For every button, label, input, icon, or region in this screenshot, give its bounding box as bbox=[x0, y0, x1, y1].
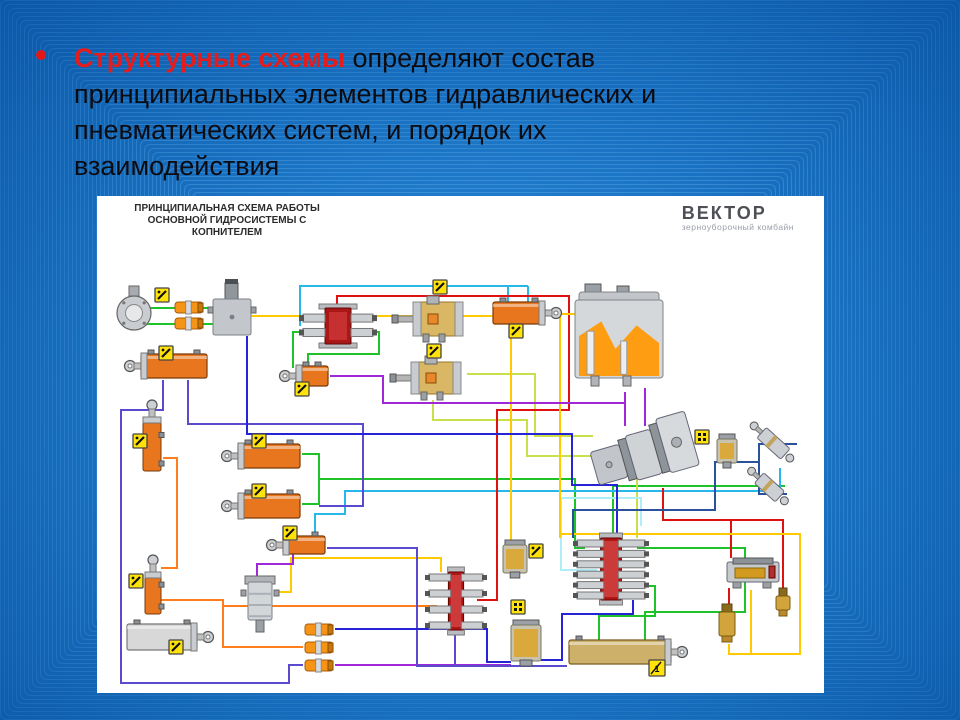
cylinder-top-right bbox=[492, 297, 563, 326]
bullet-marker bbox=[36, 50, 46, 60]
pipe-line-orange bbox=[153, 599, 303, 648]
pipe-line-green bbox=[319, 478, 585, 549]
gear-pump-triple bbox=[590, 411, 700, 485]
bullet-body-text: определяют состав принципиальных элемент… bbox=[74, 43, 657, 181]
warn-tag-vcyl2 bbox=[128, 573, 144, 589]
warn-tag-cyl-bottom-left bbox=[168, 639, 184, 655]
electro-valve-1 bbox=[391, 295, 464, 343]
hydro-motor-vertical bbox=[240, 575, 280, 633]
cylinder-small-mid bbox=[278, 361, 329, 388]
pipe-line-yellow bbox=[559, 313, 575, 538]
diagram-title-line1: ПРИНЦИПИАЛЬНАЯ СХЕМА РАБОТЫ bbox=[134, 203, 320, 214]
pipe-line-orange bbox=[161, 457, 178, 569]
warn-tag-checker-right bbox=[694, 429, 710, 445]
svg-text:1: 1 bbox=[654, 664, 659, 674]
warn-tag-cyl-top-right bbox=[508, 323, 524, 339]
warn-tag-vcyl1 bbox=[132, 433, 148, 449]
pipe-line-blue bbox=[335, 628, 511, 663]
pipe-line-cyan bbox=[299, 285, 528, 326]
vector-logo-name: ВЕКТОР bbox=[681, 203, 767, 223]
oil-tank bbox=[574, 283, 664, 387]
manifold-left bbox=[425, 566, 487, 636]
quick-coupler-3 bbox=[304, 622, 334, 637]
pipe-line-green bbox=[637, 547, 746, 640]
pipe-line-purple bbox=[256, 548, 294, 576]
pipe-line-yellow bbox=[275, 557, 442, 593]
bullet-text: Структурные схемы определяют состав прин… bbox=[74, 40, 726, 184]
quick-coupler-1 bbox=[174, 300, 204, 315]
warn-tag-cyl-mid-lower bbox=[251, 483, 267, 499]
quick-coupler-4 bbox=[304, 640, 334, 655]
pipe-line-blue bbox=[246, 336, 618, 538]
cylinder-left-long bbox=[123, 349, 208, 380]
diagram-title-line2: ОСНОВНОЙ ГИДРОСИСТЕМЫ С КОПНИТЕЛЕМ bbox=[147, 215, 307, 238]
cylinder-mid-upper bbox=[220, 439, 301, 470]
vector-logo: ВЕКТОР зерноуборочный комбайн bbox=[682, 204, 794, 232]
warn-tag-ev1 bbox=[432, 279, 448, 295]
warn-tag-cyl-small-low bbox=[282, 525, 298, 541]
bullet-row: Структурные схемы определяют состав прин… bbox=[36, 40, 726, 184]
pipe-line-purple bbox=[330, 375, 625, 404]
warn-tag-cyl-left bbox=[158, 345, 174, 361]
hydraulic-motor-top-left bbox=[116, 285, 152, 331]
warn-tag-ev2 bbox=[426, 343, 442, 359]
diagram-title: ПРИНЦИПИАЛЬНАЯ СХЕМА РАБОТЫ ОСНОВНОЙ ГИД… bbox=[117, 203, 337, 239]
cylinder-angled-1 bbox=[749, 421, 795, 463]
pipe-line-violet bbox=[120, 380, 303, 684]
quick-coupler-2 bbox=[174, 316, 204, 331]
pipe-line-yellow bbox=[560, 533, 801, 655]
hydraulic-schematic: 1 bbox=[116, 279, 801, 684]
pipe-line-violet bbox=[187, 380, 364, 507]
electro-valve-2 bbox=[389, 355, 462, 401]
fitting-2 bbox=[718, 603, 736, 643]
filter-right bbox=[716, 433, 738, 469]
filter-mid-1 bbox=[502, 539, 528, 579]
quick-coupler-5 bbox=[304, 658, 334, 673]
warn-tag-cyl-mid-upper bbox=[251, 433, 267, 449]
distributor-red-block bbox=[299, 303, 377, 349]
pipe-line-red bbox=[336, 295, 570, 601]
filter-mid-2 bbox=[510, 619, 542, 667]
diagram-panel: ПРИНЦИПИАЛЬНАЯ СХЕМА РАБОТЫ ОСНОВНОЙ ГИД… bbox=[97, 196, 824, 693]
num-tag-1: 1 bbox=[648, 659, 666, 677]
cylinder-vertical-2 bbox=[144, 554, 165, 615]
solenoid-valve-block bbox=[207, 279, 257, 336]
pipe-line-green bbox=[302, 453, 320, 505]
pipe-line-blue bbox=[541, 600, 634, 661]
pipe-line-violet bbox=[327, 547, 455, 667]
cylinder-mid-lower bbox=[220, 489, 301, 520]
warn-tag-cyl-small bbox=[294, 381, 310, 397]
warn-tag-checker-mid bbox=[510, 599, 526, 615]
warn-tag-motor bbox=[154, 287, 170, 303]
pipe-line-ygreen bbox=[467, 373, 593, 437]
pipe-line-red bbox=[662, 488, 784, 588]
vector-logo-tagline: зерноуборочный комбайн bbox=[681, 222, 794, 232]
bullet-lead-text: Структурные схемы bbox=[74, 43, 346, 73]
cylinder-vertical-1 bbox=[142, 399, 165, 472]
cylinder-angled-2 bbox=[747, 466, 789, 506]
fitting-1 bbox=[775, 587, 791, 617]
manifold-right bbox=[573, 532, 649, 606]
warn-tag-filter1 bbox=[528, 543, 544, 559]
valve-assembly-right bbox=[726, 557, 780, 589]
cylinder-bottom-right bbox=[568, 635, 689, 666]
